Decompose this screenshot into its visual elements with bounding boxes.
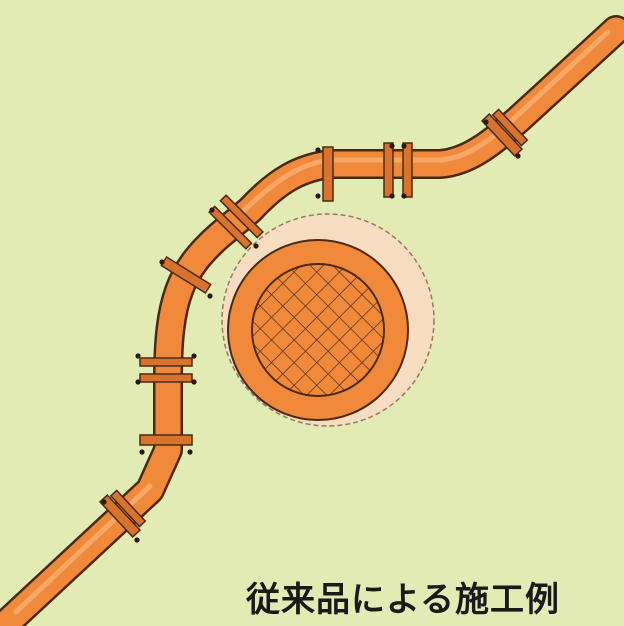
flange-upper-diagonal: [480, 108, 529, 158]
flange-vertical-low: [139, 434, 193, 446]
bolt-icon: [135, 379, 141, 385]
bolt-icon: [401, 143, 407, 149]
flanges: [98, 108, 529, 539]
bolt-icon: [315, 147, 321, 153]
bolts: [101, 119, 521, 543]
flange-top-mid: [383, 142, 413, 198]
bolt-icon: [515, 153, 521, 159]
bolt-icon: [159, 259, 165, 265]
bolt-icon: [207, 293, 213, 299]
bolt-icon: [389, 143, 395, 149]
bolt-icon: [191, 379, 197, 385]
diagram-caption: 従来品による施工例: [246, 580, 560, 620]
bolt-icon: [315, 193, 321, 199]
bolt-icon: [187, 449, 193, 455]
bolt-icon: [191, 353, 197, 359]
bolt-icon: [101, 499, 107, 505]
bolt-icon: [389, 193, 395, 199]
flange-top-left: [322, 146, 334, 202]
column-core: [251, 263, 385, 397]
bolt-icon: [253, 243, 259, 249]
bolt-icon: [135, 353, 141, 359]
flange-vertical-mid: [139, 357, 193, 383]
flange-lower-diagonal: [98, 489, 147, 539]
column-obstacle: [221, 213, 435, 427]
bolt-icon: [134, 537, 140, 543]
bolt-icon: [401, 193, 407, 199]
bolt-icon: [139, 449, 145, 455]
bolt-icon: [483, 119, 489, 125]
bolt-icon: [209, 207, 215, 213]
